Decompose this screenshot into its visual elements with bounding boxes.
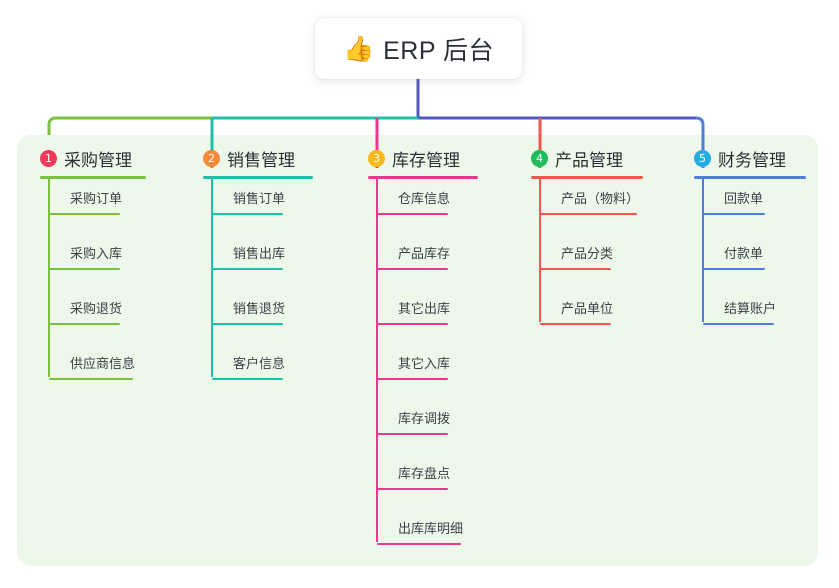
leaf-underline — [377, 378, 449, 380]
branch-title-3: 库存管理 — [392, 150, 460, 170]
branch-column-3: 3 库存管理 — [368, 145, 478, 179]
branch-column-5: 5 财务管理 — [694, 145, 806, 179]
thumbs-up-icon: 👍 — [342, 34, 375, 63]
leaf-underline — [377, 268, 449, 270]
leaf-label: 销售退货 — [233, 301, 286, 316]
leaf-label: 其它入库 — [398, 356, 451, 371]
branch-header-2[interactable]: 2 销售管理 — [203, 145, 313, 171]
leaf-underline — [377, 323, 449, 325]
branch-badge-2: 2 — [203, 149, 220, 167]
leaf-underline — [703, 268, 765, 270]
branch-underline-4 — [531, 176, 643, 179]
leaf-underline — [377, 488, 449, 490]
leaf-underline — [377, 433, 449, 435]
leaf-underline — [540, 268, 612, 270]
branch-header-1[interactable]: 1 采购管理 — [40, 145, 146, 171]
leaf-item[interactable]: 其它入库 — [377, 353, 451, 380]
leaf-underline — [212, 268, 284, 270]
branches-panel — [17, 135, 818, 566]
branch-column-1: 1 采购管理 — [40, 145, 146, 179]
leaf-label: 销售出库 — [233, 246, 286, 261]
branch-badge-3: 3 — [368, 149, 385, 167]
leaf-underline — [49, 213, 121, 215]
branch-title-5: 财务管理 — [718, 150, 786, 170]
leaf-underline — [212, 213, 284, 215]
leaf-underline — [212, 323, 284, 325]
branch-header-3[interactable]: 3 库存管理 — [368, 145, 478, 171]
leaf-underline — [540, 213, 638, 215]
leaf-label: 出库库明细 — [398, 521, 464, 536]
leaf-item[interactable]: 销售退货 — [212, 298, 286, 325]
root-title: ERP 后台 — [383, 36, 495, 65]
branch-header-5[interactable]: 5 财务管理 — [694, 145, 806, 171]
leaf-item[interactable]: 采购入库 — [49, 243, 123, 270]
leaf-label: 客户信息 — [233, 356, 286, 371]
leaf-item[interactable]: 出库库明细 — [377, 518, 464, 545]
leaf-label: 其它出库 — [398, 301, 451, 316]
leaf-label: 采购退货 — [70, 301, 123, 316]
branch-badge-5: 5 — [694, 149, 711, 167]
leaf-underline — [703, 213, 765, 215]
branch-title-4: 产品管理 — [555, 150, 623, 170]
leaf-item[interactable]: 库存调拨 — [377, 408, 451, 435]
leaf-item[interactable]: 产品单位 — [540, 298, 614, 325]
leaf-item[interactable]: 采购退货 — [49, 298, 123, 325]
leaf-label: 库存调拨 — [398, 411, 451, 426]
leaf-underline — [377, 213, 449, 215]
leaf-label: 库存盘点 — [398, 466, 451, 481]
leaf-underline — [49, 268, 121, 270]
leaf-label: 产品库存 — [398, 246, 451, 261]
leaf-item[interactable]: 销售订单 — [212, 188, 286, 215]
leaf-item[interactable]: 回款单 — [703, 188, 765, 215]
leaf-underline — [540, 323, 612, 325]
leaf-label: 回款单 — [724, 191, 764, 206]
leaf-underline — [49, 323, 121, 325]
branch-badge-4: 4 — [531, 149, 548, 167]
leaf-item[interactable]: 其它出库 — [377, 298, 451, 325]
leaf-item[interactable]: 付款单 — [703, 243, 765, 270]
leaf-underline — [49, 378, 134, 380]
leaf-underline — [703, 323, 775, 325]
leaf-label: 销售订单 — [233, 191, 286, 206]
leaf-label: 采购订单 — [70, 191, 123, 206]
leaf-item[interactable]: 采购订单 — [49, 188, 123, 215]
leaf-item[interactable]: 销售出库 — [212, 243, 286, 270]
leaf-label: 结算账户 — [724, 301, 777, 316]
leaf-underline — [212, 378, 284, 380]
leaf-item[interactable]: 产品分类 — [540, 243, 614, 270]
leaf-label: 供应商信息 — [70, 356, 136, 371]
branch-underline-2 — [203, 176, 313, 179]
leaf-item[interactable]: 供应商信息 — [49, 353, 136, 380]
leaf-item[interactable]: 产品（物料） — [540, 188, 640, 215]
branch-title-2: 销售管理 — [227, 150, 295, 170]
leaf-label: 产品（物料） — [561, 191, 640, 206]
leaf-item[interactable]: 客户信息 — [212, 353, 286, 380]
leaf-label: 付款单 — [724, 246, 764, 261]
leaf-item[interactable]: 库存盘点 — [377, 463, 451, 490]
branch-underline-1 — [40, 176, 146, 179]
leaf-label: 产品单位 — [561, 301, 614, 316]
branch-underline-5 — [694, 176, 806, 179]
branch-header-4[interactable]: 4 产品管理 — [531, 145, 643, 171]
leaf-item[interactable]: 结算账户 — [703, 298, 777, 325]
leaf-label: 采购入库 — [70, 246, 123, 261]
branch-badge-1: 1 — [40, 149, 57, 167]
branch-title-1: 采购管理 — [64, 150, 132, 170]
branch-column-2: 2 销售管理 — [203, 145, 313, 179]
leaf-underline — [377, 543, 462, 545]
branch-column-4: 4 产品管理 — [531, 145, 643, 179]
root-node[interactable]: 👍 ERP 后台 — [315, 18, 522, 79]
leaf-label: 仓库信息 — [398, 191, 451, 206]
leaf-item[interactable]: 仓库信息 — [377, 188, 451, 215]
branch-underline-3 — [368, 176, 478, 179]
leaf-label: 产品分类 — [561, 246, 614, 261]
leaf-item[interactable]: 产品库存 — [377, 243, 451, 270]
